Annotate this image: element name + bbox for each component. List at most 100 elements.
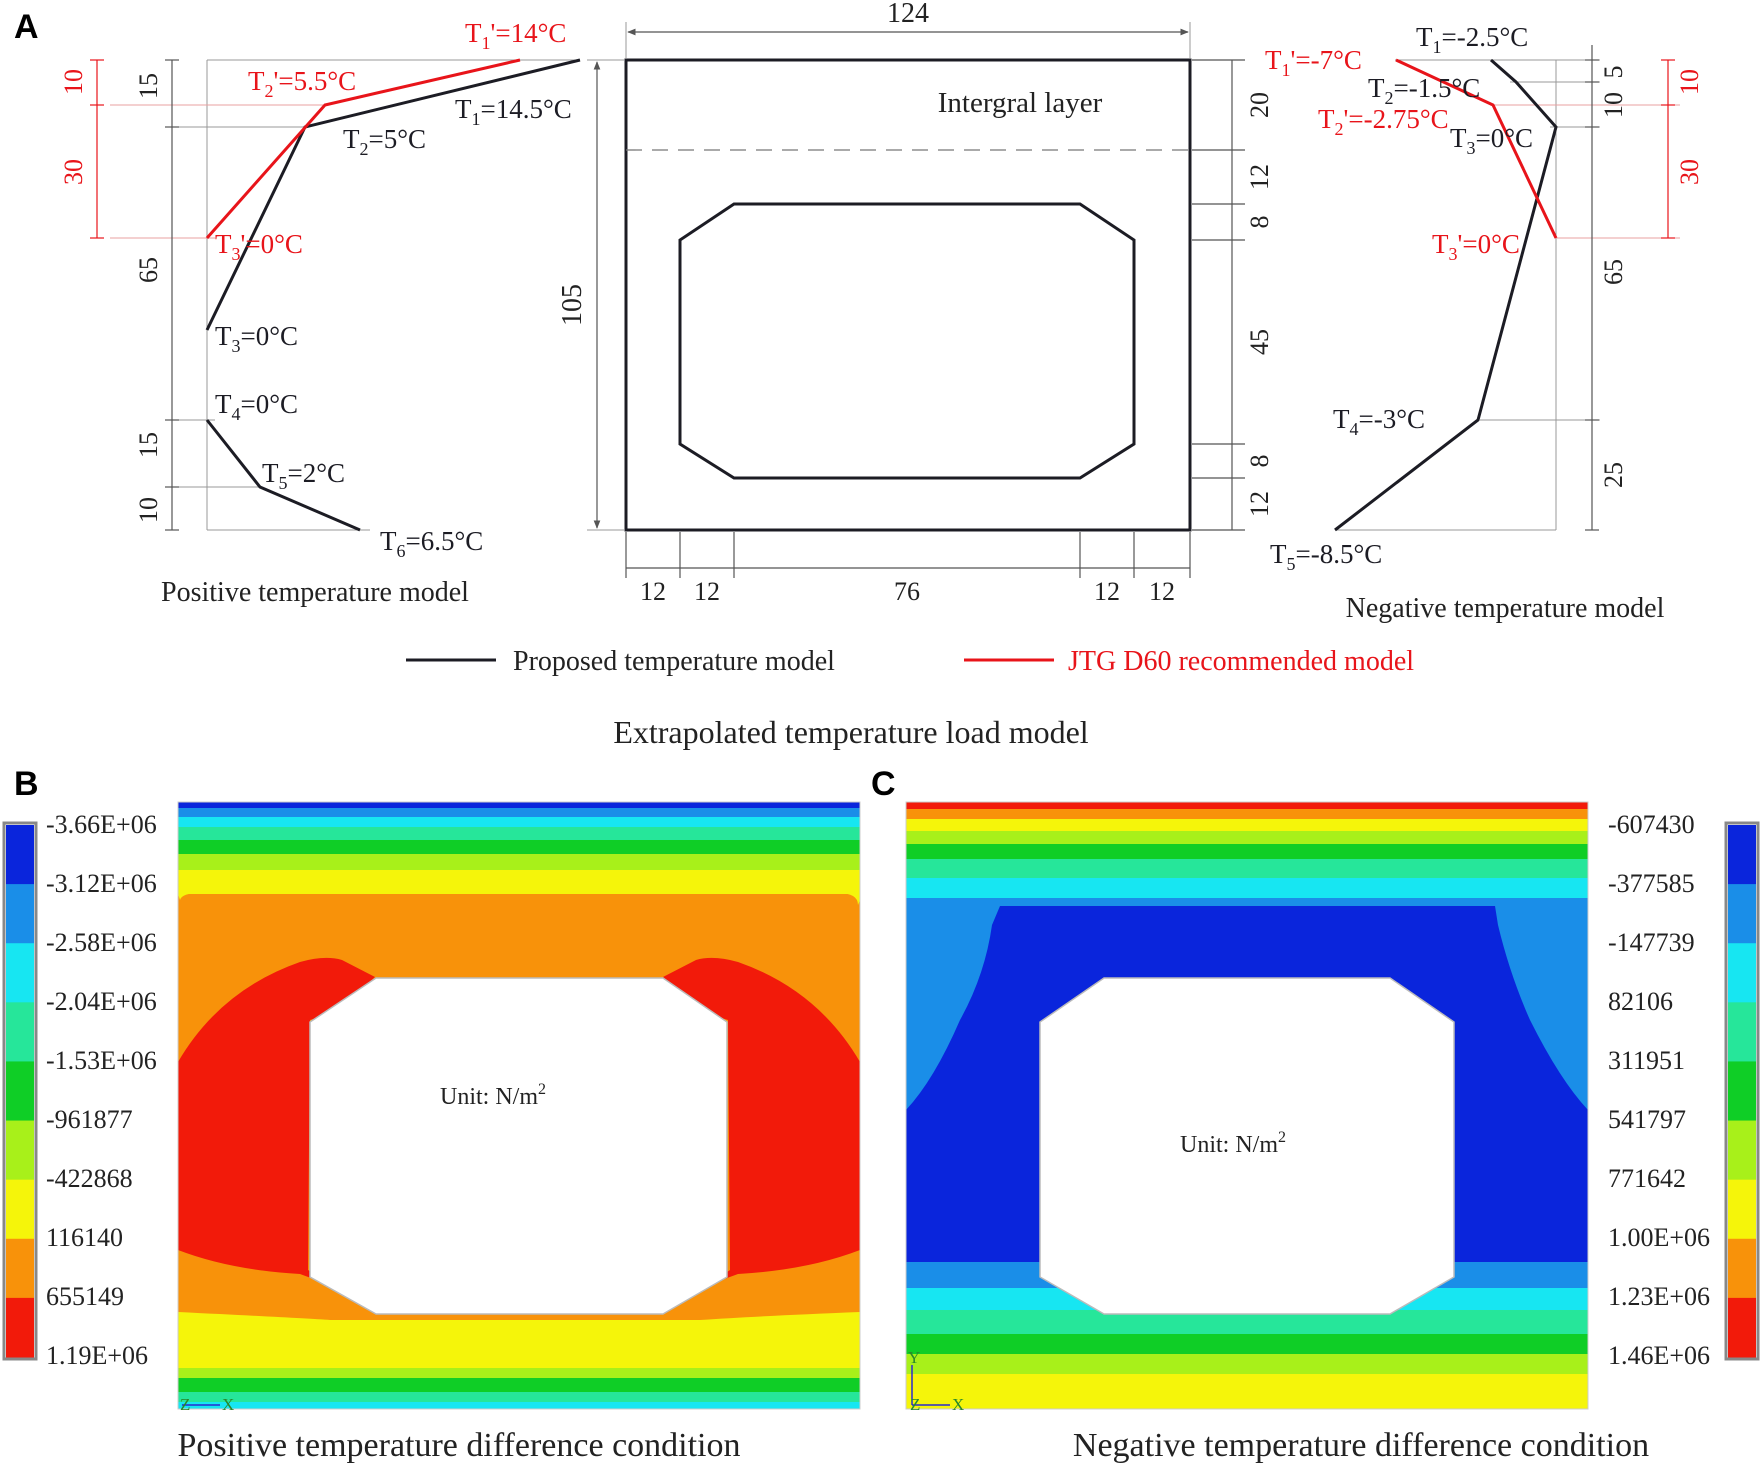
- negative-label-t5: T5=-8.5°C: [1270, 539, 1382, 574]
- legend-jtg-label: JTG D60 recommended model: [1068, 646, 1414, 677]
- scale-b-6: -961877: [46, 1105, 133, 1134]
- panel-a-caption: Extrapolated temperature load model: [613, 714, 1088, 750]
- negative-temperature-model: 5 10 65 25 10 30 T1=-2.5°C T2=-1.5°C T3=…: [1265, 22, 1704, 624]
- scale-b-5: -1.53E+06: [46, 1046, 157, 1075]
- scale-c-1: -607430: [1608, 810, 1695, 839]
- colorbar-c-swatch-7: [1728, 1179, 1756, 1240]
- positive-red-label-t2: T2'=5.5°C: [248, 66, 356, 101]
- positive-label-t3: T3=0°C: [215, 321, 298, 356]
- right-dim-8-bottom: 8: [1245, 455, 1274, 468]
- axis-triad-c: Z X Y: [908, 1348, 964, 1414]
- axis-z-b: Z: [180, 1395, 190, 1414]
- caption-b: Positive temperature difference conditio…: [177, 1427, 740, 1464]
- panel-label-b: B: [14, 765, 39, 803]
- colorbar-c-swatch-5: [1728, 1061, 1756, 1122]
- colorbar-c-swatch-8: [1728, 1238, 1756, 1299]
- colorbar-c-swatch-2: [1728, 884, 1756, 944]
- scale-c-2: -377585: [1608, 869, 1695, 898]
- scale-b-3: -2.58E+06: [46, 928, 157, 957]
- bottom-dim-12-b: 12: [694, 577, 720, 606]
- bottom-dim-12-c: 12: [1094, 577, 1120, 606]
- positive-dim-65: 65: [134, 257, 163, 283]
- unit-label-c: Unit: N/m2: [1180, 1129, 1286, 1158]
- right-dim-12-bottom: 12: [1245, 491, 1274, 517]
- negative-dim-65: 65: [1599, 259, 1628, 285]
- colorbar-c: [1724, 821, 1760, 1361]
- positive-label-t4: T4=0°C: [215, 389, 298, 424]
- colorbar-b-swatch-9: [6, 1297, 34, 1358]
- scale-b-10: 1.19E+06: [46, 1341, 148, 1370]
- negative-dim-25: 25: [1599, 462, 1628, 488]
- negative-proposed-profile: [1334, 58, 1558, 532]
- bottom-dim-76: 76: [894, 577, 920, 606]
- positive-red-dim-30: 30: [59, 159, 88, 185]
- scale-c-5: 311951: [1608, 1046, 1685, 1075]
- negative-label-t2: T2=-1.5°C: [1368, 73, 1480, 108]
- width-dimension-label: 124: [887, 0, 929, 29]
- colorbar-b-swatch-2: [6, 884, 34, 944]
- cell-void-c: [1039, 977, 1455, 1315]
- right-dim-12-top: 12: [1245, 164, 1274, 190]
- scale-c-4: 82106: [1608, 987, 1673, 1016]
- right-dim-45: 45: [1245, 329, 1274, 355]
- scale-c-9: 1.23E+06: [1608, 1282, 1710, 1311]
- scale-c-8: 1.00E+06: [1608, 1223, 1710, 1252]
- negative-label-t3: T3=0°C: [1450, 123, 1533, 158]
- negative-black-dimension-line: [1585, 45, 1599, 531]
- axis-y-c: Y: [908, 1348, 920, 1367]
- colorbar-c-swatch-9: [1728, 1297, 1756, 1358]
- right-dim-20: 20: [1245, 92, 1274, 118]
- negative-dim-5: 5: [1599, 66, 1628, 79]
- axis-x-c: X: [952, 1395, 964, 1414]
- scale-c-7: 771642: [1608, 1164, 1686, 1193]
- colorbar-b-swatch-4: [6, 1002, 34, 1062]
- section-outline: [624, 58, 1192, 532]
- positive-red-label-t1: T1'=14°C: [465, 18, 566, 53]
- scale-labels-b: -3.66E+06 -3.12E+06 -2.58E+06 -2.04E+06 …: [46, 810, 157, 1370]
- negative-label-t1: T1=-2.5°C: [1416, 22, 1528, 57]
- positive-dim-15-top: 15: [134, 73, 163, 99]
- negative-red-dim-30: 30: [1675, 159, 1704, 185]
- legend-proposed-label: Proposed temperature model: [513, 646, 835, 677]
- positive-temperature-model: 15 65 15 10 10 30 T1=14.5°C T2=5°C T3=0°…: [59, 18, 581, 608]
- negative-jtg-profile: [1395, 58, 1558, 239]
- scale-b-9: 655149: [46, 1282, 124, 1311]
- negative-red-label-t3: T3'=0°C: [1432, 229, 1520, 264]
- positive-model-title: Positive temperature model: [161, 577, 469, 608]
- colorbar-c-swatch-6: [1728, 1120, 1756, 1181]
- negative-model-title: Negative temperature model: [1346, 593, 1665, 624]
- scale-labels-c: -607430 -377585 -147739 82106 311951 541…: [1608, 810, 1710, 1370]
- negative-red-dim-10: 10: [1675, 69, 1704, 95]
- positive-label-t1: T1=14.5°C: [455, 94, 572, 129]
- scale-b-7: -422868: [46, 1164, 133, 1193]
- axis-x-b: X: [222, 1395, 234, 1414]
- positive-jtg-profile: [205, 58, 521, 239]
- positive-label-t5: T5=2°C: [262, 458, 345, 493]
- integral-layer-label: Intergral layer: [938, 87, 1103, 119]
- positive-proposed-profile-lower: [205, 419, 361, 532]
- section-cell-outline: [678, 202, 1136, 480]
- scale-c-6: 541797: [1608, 1105, 1686, 1134]
- height-dimension-label: 105: [557, 284, 588, 326]
- colorbar-b-swatch-7: [6, 1179, 34, 1240]
- negative-red-dimension-line: [1661, 59, 1675, 239]
- scale-c-3: -147739: [1608, 928, 1695, 957]
- scale-b-4: -2.04E+06: [46, 987, 157, 1016]
- plot-frame-c: [905, 801, 1589, 1410]
- cross-section-drawing: Intergral layer 124 105 20 12 8 45 8: [557, 0, 1274, 606]
- colorbar-b-swatch-1: [6, 825, 34, 885]
- negative-model-frame: [1335, 59, 1680, 531]
- caption-c: Negative temperature difference conditio…: [1073, 1427, 1649, 1464]
- bottom-dimension-chain: [625, 532, 1191, 578]
- negative-red-label-t2: T2'=-2.75°C: [1318, 104, 1449, 139]
- axis-triad-b: Z X: [180, 1395, 234, 1414]
- positive-dim-15-bottom: 15: [134, 432, 163, 458]
- positive-dim-10: 10: [134, 497, 163, 523]
- colorbar-c-swatch-4: [1728, 1002, 1756, 1062]
- colorbar-b-swatch-3: [6, 943, 34, 1003]
- legend: Proposed temperature model JTG D60 recom…: [406, 646, 1414, 677]
- scale-b-1: -3.66E+06: [46, 810, 157, 839]
- right-dim-8-top: 8: [1245, 216, 1274, 229]
- negative-label-t4: T4=-3°C: [1333, 404, 1425, 439]
